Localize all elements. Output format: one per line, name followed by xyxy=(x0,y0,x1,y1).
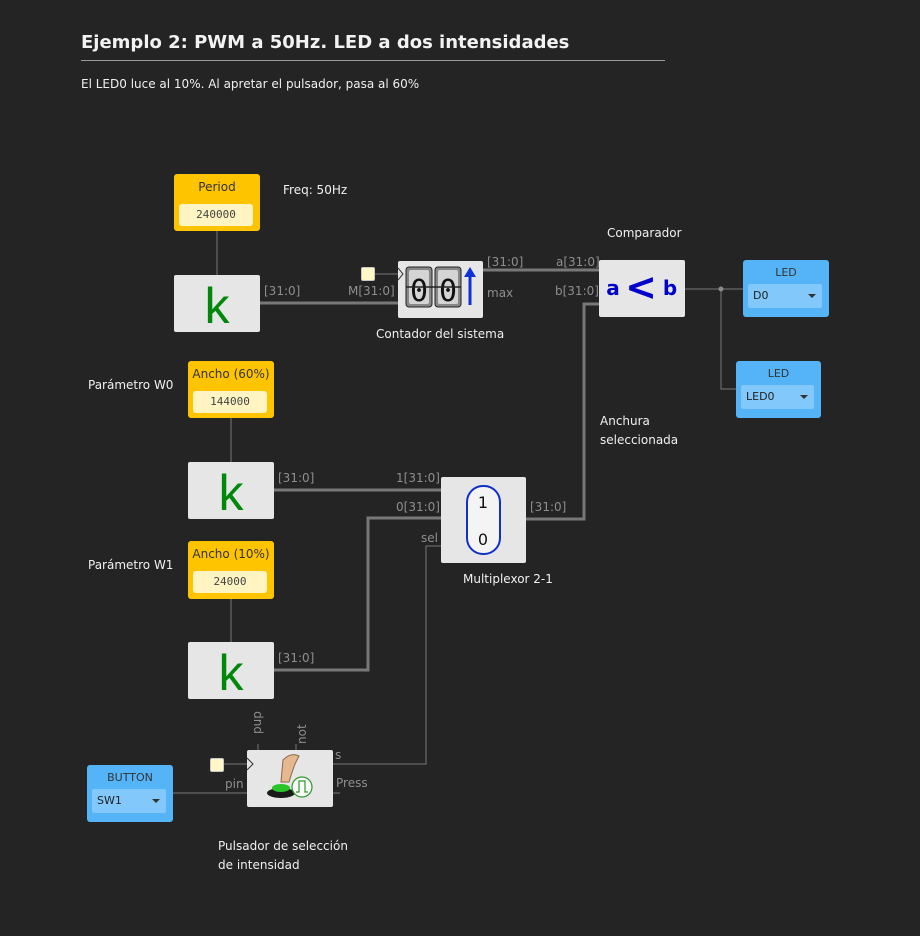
port-label: pup xyxy=(250,711,264,734)
select-value: D0 xyxy=(753,289,769,302)
k-glyph-icon: k xyxy=(219,465,245,519)
constant-block-period[interactable]: k xyxy=(174,275,260,332)
param-label: Ancho (60%) xyxy=(192,367,270,381)
constant-block-w1[interactable]: k xyxy=(188,642,274,699)
led-output-top[interactable]: LED D0 xyxy=(743,260,829,317)
button-driver-block[interactable] xyxy=(246,750,333,807)
button-input[interactable]: BUTTON SW1 xyxy=(87,765,173,822)
param-label: Period xyxy=(198,180,236,194)
dropdown-arrow-icon xyxy=(800,395,808,399)
k-glyph-icon: k xyxy=(219,645,245,699)
port-label: 1[31:0] xyxy=(396,471,440,485)
io-label: LED xyxy=(767,367,790,380)
param-value-field[interactable]: 24000 xyxy=(193,571,267,593)
multiplexer-block[interactable]: 1 0 xyxy=(441,477,526,563)
port-label: b[31:0] xyxy=(555,284,599,298)
comment-counter: Contador del sistema xyxy=(376,327,505,341)
port-label: M[31:0] xyxy=(348,284,395,298)
wire-mux-comp-b xyxy=(526,302,599,521)
io-label: BUTTON xyxy=(107,771,153,784)
param-value-field[interactable]: 240000 xyxy=(179,204,253,226)
page-subtitle: El LED0 luce al 10%. Al apretar el pulsa… xyxy=(81,77,420,91)
comment-freq: Freq: 50Hz xyxy=(283,183,348,197)
comparator-block[interactable]: a < b xyxy=(599,260,685,317)
k-glyph-icon: k xyxy=(205,278,231,332)
clock-input-icon[interactable] xyxy=(361,267,375,281)
param-w0[interactable]: Ancho (60%) 144000 xyxy=(188,361,274,418)
port-label: a[31:0] xyxy=(556,255,600,269)
wire-btn-mux-sel xyxy=(333,545,441,765)
less-than-icon: a < b xyxy=(606,265,677,309)
param-w1[interactable]: Ancho (10%) 24000 xyxy=(188,541,274,599)
select-value: LED0 xyxy=(746,390,775,403)
clock-input-icon[interactable] xyxy=(210,758,224,772)
svg-text:k: k xyxy=(219,465,245,519)
comment-button-line2: de intensidad xyxy=(218,858,300,872)
port-label: max xyxy=(487,286,514,300)
svg-text:k: k xyxy=(205,278,231,332)
comment-width-line2: seleccionada xyxy=(600,433,679,447)
wire-junction xyxy=(718,286,724,292)
param-label: Ancho (10%) xyxy=(192,547,270,561)
dropdown-arrow-icon xyxy=(152,799,160,803)
push-button-icon xyxy=(246,754,313,798)
select-value: SW1 xyxy=(97,794,122,807)
title-divider xyxy=(81,60,665,61)
comment-button-line1: Pulsador de selección xyxy=(218,839,348,853)
port-label: not xyxy=(295,724,309,744)
led-pin-select[interactable]: LED0 xyxy=(741,385,814,409)
port-label: Press xyxy=(336,776,368,790)
counter-block[interactable]: 0 0 xyxy=(397,261,483,318)
wire-kw1-mux0 xyxy=(274,516,441,672)
page-title: Ejemplo 2: PWM a 50Hz. LED a dos intensi… xyxy=(81,32,570,53)
port-label: [31:0] xyxy=(264,284,301,298)
svg-text:0: 0 xyxy=(478,530,488,549)
port-label: [31:0] xyxy=(530,500,567,514)
param-value-field[interactable]: 144000 xyxy=(193,391,267,413)
dropdown-arrow-icon xyxy=(808,294,816,298)
port-label: [31:0] xyxy=(278,651,315,665)
port-label: 0[31:0] xyxy=(396,500,440,514)
svg-text:<: < xyxy=(625,265,657,309)
comment-mux: Multiplexor 2-1 xyxy=(463,572,553,586)
led-output-bottom[interactable]: LED LED0 xyxy=(736,361,821,418)
mux-icon: 1 0 xyxy=(466,485,501,555)
comment-param-w0: Parámetro W0 xyxy=(88,378,174,392)
button-pin-select[interactable]: SW1 xyxy=(92,789,166,813)
port-label: [31:0] xyxy=(487,255,524,269)
io-label: LED xyxy=(775,266,797,279)
svg-text:b: b xyxy=(663,276,677,300)
comment-width-line1: Anchura xyxy=(600,414,650,428)
led-pin-select[interactable]: D0 xyxy=(748,284,822,308)
svg-text:k: k xyxy=(219,645,245,699)
port-label: sel xyxy=(421,531,438,545)
port-label: [31:0] xyxy=(278,471,315,485)
constant-block-w0[interactable]: k xyxy=(188,462,274,519)
param-period[interactable]: Period 240000 xyxy=(174,174,260,231)
svg-text:0: 0 xyxy=(439,274,457,309)
svg-text:0: 0 xyxy=(410,274,428,309)
port-label: pin xyxy=(225,777,244,791)
port-label: s xyxy=(335,748,342,762)
comment-comparator: Comparador xyxy=(607,226,682,240)
svg-text:a: a xyxy=(606,276,620,300)
wire-led-branch xyxy=(720,289,736,390)
svg-text:1: 1 xyxy=(478,493,488,512)
counter-icon: 0 0 xyxy=(397,266,476,309)
comment-param-w1: Parámetro W1 xyxy=(88,558,174,572)
